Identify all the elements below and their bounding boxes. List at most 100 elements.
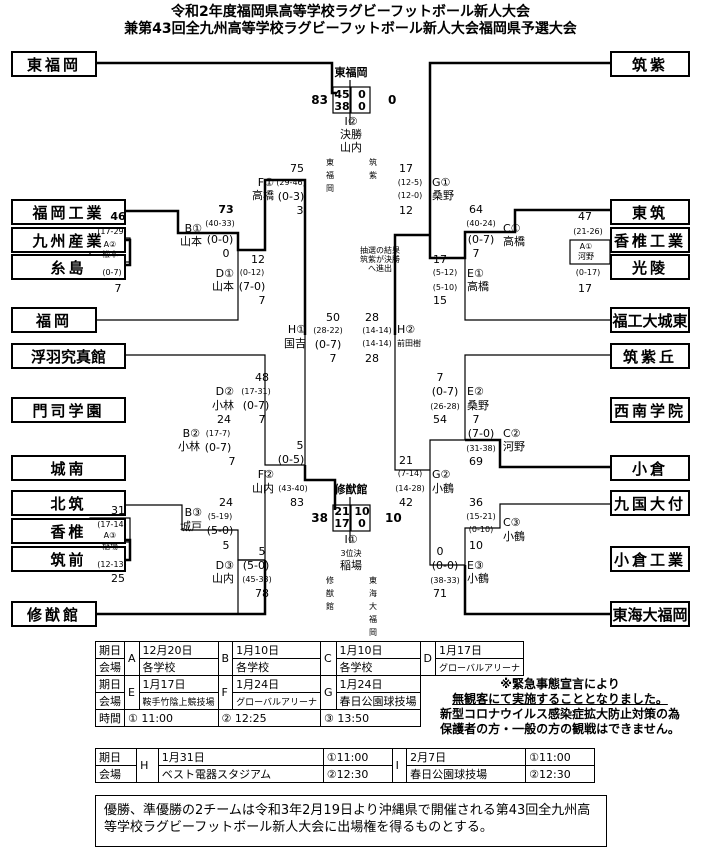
- match-b3-h2: (5-0): [206, 524, 234, 537]
- sched-e-letter: E: [124, 675, 140, 710]
- match-a1-code: A①: [579, 242, 593, 251]
- match-g2-ref: 小鶴: [432, 482, 454, 495]
- match-b2-h: (17-7): [205, 429, 231, 438]
- match-c2-ref: 河野: [503, 440, 525, 453]
- final-top-team: 東福岡: [334, 66, 368, 79]
- team-left-3: 糸島: [11, 254, 126, 280]
- match-e3-h: (0-0): [431, 559, 459, 572]
- match-g1-s2: 12: [399, 204, 413, 217]
- match-f1-h: (29-46): [276, 178, 306, 187]
- match-f2-s2: 83: [290, 496, 304, 509]
- match-d1-code: D①: [215, 267, 234, 280]
- match-d3-s1: 5: [258, 545, 266, 558]
- match-d1-ref: 山本: [212, 280, 234, 293]
- sched-h-venue: ベスト電器スタジアム: [157, 765, 324, 783]
- match-e3-code: E③: [467, 559, 484, 572]
- team-right-10: 東海大福岡: [610, 601, 690, 627]
- sched-h-t1: ①11:00: [322, 748, 393, 766]
- match-a1-s1: 47: [578, 210, 592, 223]
- match-c1-s1: 64: [469, 203, 483, 216]
- title-line-1: 令和2年度福岡県高等学校ラグビーフットボール新人大会: [171, 4, 530, 20]
- match-b2-ref: 小林: [178, 440, 200, 453]
- match-a2-h: (17-29): [97, 227, 127, 236]
- match-c2-s2: 69: [469, 455, 483, 468]
- team-left-4: 福岡: [11, 307, 97, 333]
- notice-line-1: ※緊急事態宣言により: [500, 677, 620, 691]
- match-g2-h: (7-14): [397, 469, 423, 478]
- match-f1-s1: 75: [290, 162, 304, 175]
- sched-time-2: ② 12:25: [217, 709, 322, 727]
- team-right-2: 香椎工業: [610, 227, 690, 253]
- team-left-6: 門司学園: [11, 397, 126, 423]
- match-c1-code: C①: [503, 222, 521, 235]
- sched-e-venue: 鞍手竹陰上競技場: [138, 692, 219, 710]
- sched-venue-label-2: 会場: [95, 692, 125, 710]
- team-left-9: 香椎: [11, 518, 126, 544]
- final-score-h1b: 0: [358, 88, 366, 101]
- third-score-h1b: 10: [354, 505, 370, 518]
- match-a1-s2: 17: [578, 282, 592, 295]
- sched-c-letter: C: [320, 641, 337, 676]
- team-right-5: 筑紫丘: [610, 343, 690, 369]
- match-c3-h: (15-21): [466, 512, 496, 521]
- match-g1-code: G①: [432, 176, 451, 189]
- third-code: I①: [344, 533, 358, 546]
- match-b2-s1: 24: [217, 413, 231, 426]
- match-c1-s2: 7: [472, 247, 480, 260]
- match-e3-ref: 小鶴: [467, 572, 489, 585]
- match-a2-h2: (0-7): [102, 268, 122, 277]
- match-c2-h2: (31-38): [466, 444, 496, 453]
- match-f1-code: F①: [257, 176, 274, 189]
- match-g2-s2: 42: [399, 496, 413, 509]
- sched-i-date: 2月7日: [406, 748, 527, 766]
- sched-d-letter: D: [419, 641, 437, 676]
- sched-time-label: 時間: [95, 709, 125, 727]
- match-b3-h: (5-19): [207, 512, 233, 521]
- match-a3-s1: 31: [111, 504, 125, 517]
- team-left-2: 九州産業: [11, 227, 126, 253]
- match-h1-s2: 7: [329, 352, 337, 365]
- match-b1-h2: (0-0): [206, 233, 234, 246]
- match-e1-h2: (5-10): [432, 283, 458, 292]
- match-d2-h: (17-31): [241, 387, 271, 396]
- third-score-h2b: 0: [358, 517, 366, 530]
- final-score-h2: 38: [334, 100, 350, 113]
- match-c2-h: (7-0): [467, 427, 495, 440]
- match-f2-s1: 5: [296, 439, 304, 452]
- final-name: 決勝: [340, 128, 362, 141]
- notice-line-2: 無観客にて実施することとなりました。: [452, 692, 668, 706]
- match-b3-s2: 5: [222, 539, 230, 552]
- match-e2-code: E②: [467, 385, 484, 398]
- match-g1-s1: 17: [399, 162, 413, 175]
- match-g2-h2: (14-28): [395, 484, 425, 493]
- team-right-3: 光陵: [610, 254, 690, 280]
- notice-line-4: 保護者の方・一般の方の観戦はできません。: [440, 722, 680, 736]
- match-d1-h: (0-12): [239, 268, 265, 277]
- sched-g-venue: 春日公園球技場: [335, 692, 421, 710]
- match-d3-code: D③: [215, 559, 234, 572]
- final-total-right: 0: [388, 93, 397, 107]
- final-ref: 山内: [340, 141, 362, 154]
- match-d2-h2: (0-7): [242, 399, 270, 412]
- match-f1-s2: 3: [296, 204, 304, 217]
- third-score-h1: 21: [334, 505, 350, 518]
- sched-date-label-2: 期日: [95, 675, 125, 693]
- match-e1-s1: 17: [433, 253, 447, 266]
- sched-g-letter: G: [320, 675, 337, 710]
- team-left-11: 修猷館: [11, 601, 97, 627]
- match-e3-h2: (38-33): [430, 576, 460, 585]
- third-top-team: 修猷館: [334, 483, 368, 496]
- match-d2-s1: 48: [255, 371, 269, 384]
- sched-i-venue: 春日公園球技場: [406, 765, 527, 783]
- match-b1-h: (40-33): [205, 219, 235, 228]
- sched-f-venue: グローバルアリーナ: [232, 692, 322, 710]
- team-right-0: 筑紫: [610, 51, 690, 77]
- team-left-5: 浮羽究真館: [11, 343, 126, 369]
- match-d2-code: D②: [215, 385, 234, 398]
- match-e2-h: (0-7): [431, 385, 459, 398]
- match-d1-s1: 12: [251, 253, 265, 266]
- third-vert-right: 東海大福岡: [369, 576, 377, 637]
- match-f1-h2: (0-3): [277, 190, 305, 203]
